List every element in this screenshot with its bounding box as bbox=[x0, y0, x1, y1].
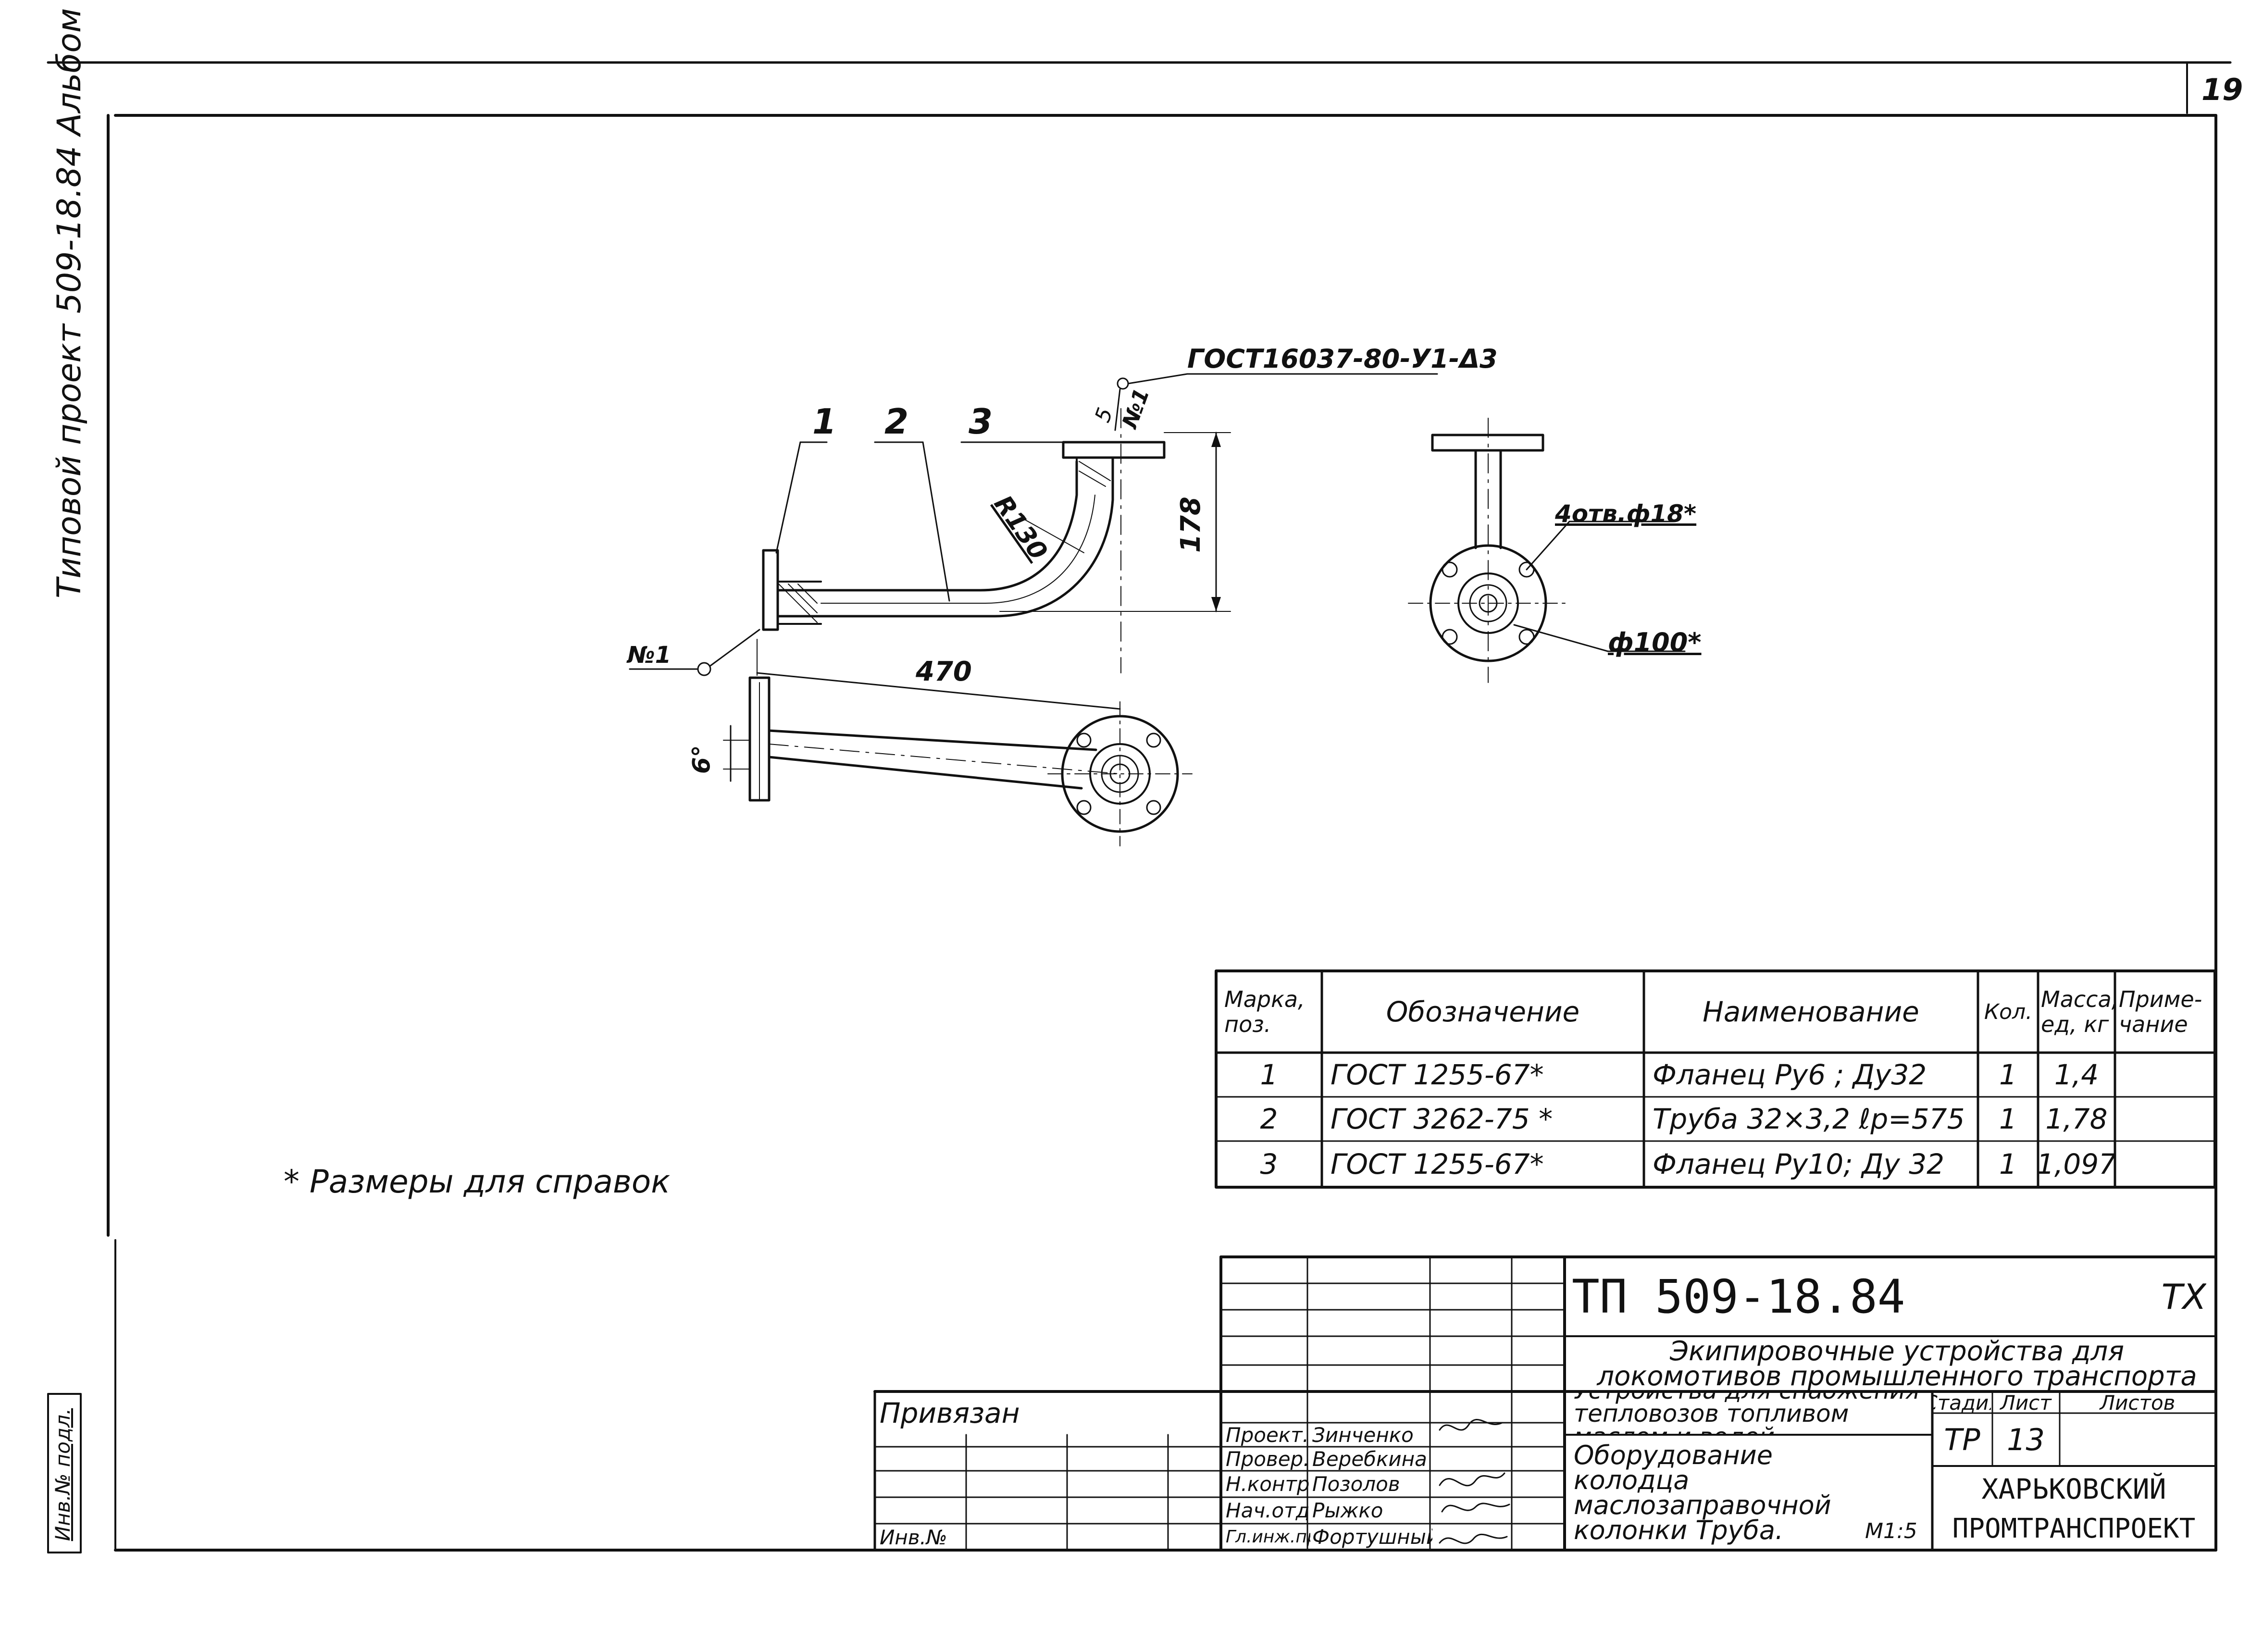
spec-row-designation: ГОСТ 1255-67* bbox=[1330, 1148, 1544, 1180]
signer-role: Провер. bbox=[1226, 1448, 1310, 1470]
sheet-header: Лист bbox=[2000, 1392, 2052, 1413]
spec-row-name: Фланец Ру10; Ду 32 bbox=[1653, 1148, 1945, 1180]
scale-label: М1:5 bbox=[1865, 1518, 1917, 1543]
spec-row-qty: 1 bbox=[1999, 1058, 2017, 1091]
privyazan-label: Привязан bbox=[880, 1397, 1020, 1429]
stage-value: ТР bbox=[1944, 1422, 1980, 1457]
signer-name: Веребкина bbox=[1312, 1448, 1427, 1470]
project-side-label: Типовой проект 509-18.84 Альбом I bbox=[50, 0, 88, 598]
spec-row-note bbox=[2115, 1097, 2215, 1141]
spec-header-mark: Марка, поз. bbox=[1224, 986, 1305, 1037]
spec-header-qty: Кол. bbox=[1984, 999, 2033, 1024]
weld-gost-label: ГОСТ16037-80-У1-Δ3 bbox=[1187, 344, 1498, 374]
inv-side-label: Инв.№ подл. bbox=[51, 1408, 75, 1541]
spec-row-pos: 3 bbox=[1260, 1148, 1278, 1180]
holes-label: 4отв.ф18* bbox=[1555, 500, 1697, 528]
spec-row-mass: 1,78 bbox=[2045, 1103, 2108, 1135]
spec-row-mass: 1,4 bbox=[2054, 1058, 2099, 1091]
signer-role: Н.контр. bbox=[1226, 1472, 1310, 1496]
spec-row-pos: 2 bbox=[1260, 1103, 1278, 1135]
diameter-label: ф100* bbox=[1608, 627, 1702, 658]
signer-name: Позолов bbox=[1312, 1472, 1400, 1496]
signer-role: Проект. bbox=[1226, 1424, 1309, 1446]
spec-row-qty: 1 bbox=[1999, 1103, 2017, 1135]
length-dimension-label: 470 bbox=[916, 656, 972, 687]
sheet-title: Оборудование колодца маслозаправочной ко… bbox=[1574, 1440, 1831, 1545]
sheets-header: Листов bbox=[2100, 1392, 2176, 1413]
page-number: 19 bbox=[2201, 72, 2243, 107]
spec-row-note bbox=[2115, 1053, 2215, 1097]
spec-header-name: Наименование bbox=[1703, 995, 1919, 1028]
document-mark-tx: ТХ bbox=[2161, 1276, 2206, 1317]
weld-left-callout: №1 bbox=[627, 642, 671, 669]
height-dimension-label: 178 bbox=[1175, 497, 1206, 553]
subject-title: Экипировочные устройства для локомотивов… bbox=[1597, 1338, 2197, 1391]
position-3-label: 3 bbox=[969, 401, 993, 442]
spec-row-qty: 1 bbox=[1999, 1148, 2017, 1180]
organization-line-2: ПРОМТРАНСПРОЕКТ bbox=[1952, 1513, 2196, 1544]
spec-header-designation: Обозначение bbox=[1386, 995, 1580, 1028]
section-title: Устройства для снабжения тепловозов топл… bbox=[1574, 1393, 1920, 1434]
signer-name: Рыжко bbox=[1312, 1498, 1383, 1522]
organization-line-1: ХАРЬКОВСКИЙ bbox=[1981, 1472, 2166, 1505]
spec-row-pos: 1 bbox=[1260, 1058, 1278, 1091]
inv-number-label: Инв.№ bbox=[880, 1525, 947, 1549]
spec-header-mass: Масса, ед, кг bbox=[2041, 986, 2115, 1037]
spec-row-designation: ГОСТ 3262-75 * bbox=[1330, 1103, 1553, 1135]
stage-header: Стадия bbox=[1933, 1392, 1991, 1413]
spec-row-note bbox=[2115, 1141, 2215, 1187]
spec-row-mass: 1,097 bbox=[2038, 1148, 2115, 1180]
spec-row-designation: ГОСТ 1255-67* bbox=[1330, 1058, 1544, 1091]
spec-header-note: Приме- чание bbox=[2119, 986, 2202, 1037]
signer-role: Нач.отд. bbox=[1226, 1498, 1310, 1522]
signer-name: Зинченко bbox=[1312, 1424, 1414, 1446]
sheet-value: 13 bbox=[2007, 1422, 2045, 1457]
reference-note: * Размеры для справок bbox=[284, 1163, 671, 1200]
angle-dimension-label: 6° bbox=[687, 745, 715, 774]
spec-row-name: Фланец Ру6 ; Ду32 bbox=[1653, 1058, 1927, 1091]
signer-role: Гл.инж.пр. bbox=[1226, 1527, 1310, 1547]
spec-row-name: Труба 32×3,2 ℓр=575 bbox=[1653, 1103, 1965, 1135]
position-1-label: 1 bbox=[812, 401, 837, 442]
document-code: ТП 509-18.84 bbox=[1572, 1269, 1905, 1324]
signer-name: Фортушный bbox=[1312, 1525, 1432, 1549]
position-2-label: 2 bbox=[884, 401, 909, 442]
